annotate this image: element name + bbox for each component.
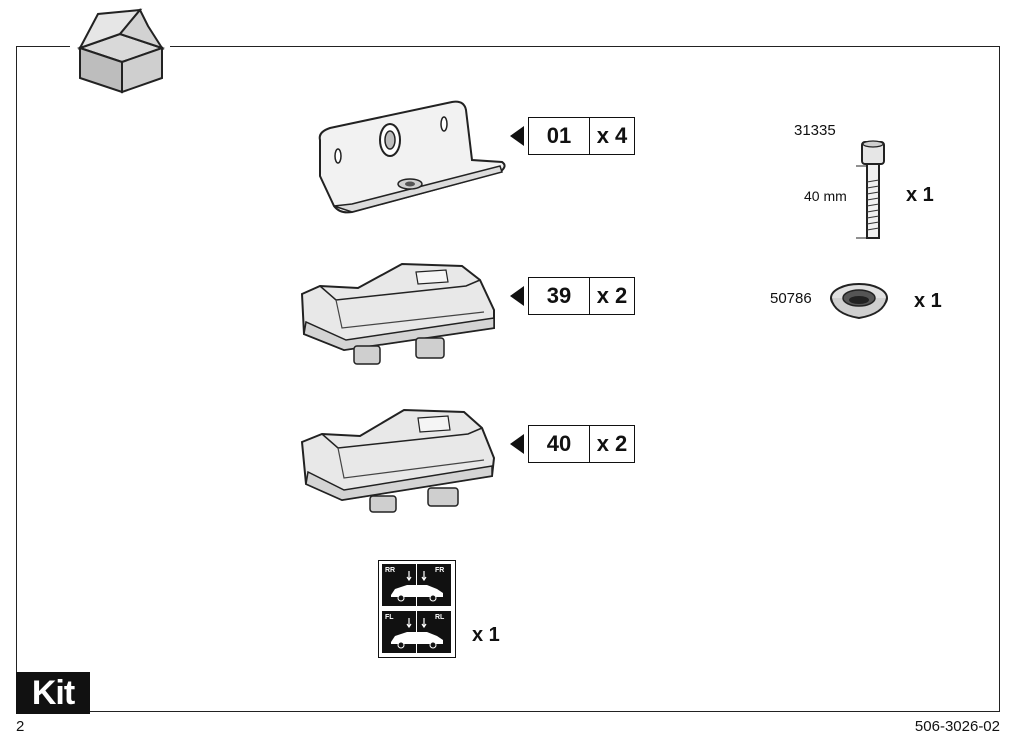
part-quantity: x 4 [596, 123, 628, 148]
washer-quantity: x 1 [914, 290, 942, 312]
part-quantity: x 2 [596, 283, 628, 308]
pointer-triangle-icon [510, 126, 524, 146]
sticker-label-fl: FL [385, 614, 394, 621]
part-code: 39 [529, 278, 590, 314]
foot-pad-40-drawing [300, 408, 496, 513]
bolt-icon [856, 140, 885, 239]
kit-badge: Kit [16, 672, 90, 714]
washer-part-number: 50786 [770, 290, 812, 307]
car-position-icon [382, 564, 451, 653]
part-code: 40 [529, 426, 590, 462]
bolt-quantity: x 1 [906, 184, 934, 206]
package-box-icon [70, 4, 170, 96]
foot-pad-39-drawing [300, 262, 495, 365]
bracket-drawing [318, 100, 506, 214]
bolt-length: 40 mm [804, 188, 847, 204]
sticker-quantity: x 1 [472, 624, 500, 646]
pointer-triangle-icon [510, 286, 524, 306]
washer-icon [830, 283, 888, 320]
sticker-label-rl: RL [435, 614, 445, 621]
sticker-label-fr: FR [435, 567, 445, 574]
sticker-label-rr: RR [385, 567, 396, 574]
pointer-triangle-icon [510, 434, 524, 454]
part-quantity: x 2 [596, 431, 628, 456]
document-code: 506-3026-02 [914, 718, 1000, 735]
callout-part-01: 01 x 4 [510, 116, 635, 156]
callout-part-40: 40 x 2 [510, 424, 635, 464]
part-code: 01 [529, 118, 590, 154]
page-number: 2 [16, 718, 25, 735]
page-frame [16, 46, 1000, 712]
bolt-part-number: 31335 [794, 122, 836, 139]
position-sticker: RR FR FL RL [378, 560, 456, 658]
callout-part-39: 39 x 2 [510, 276, 635, 316]
